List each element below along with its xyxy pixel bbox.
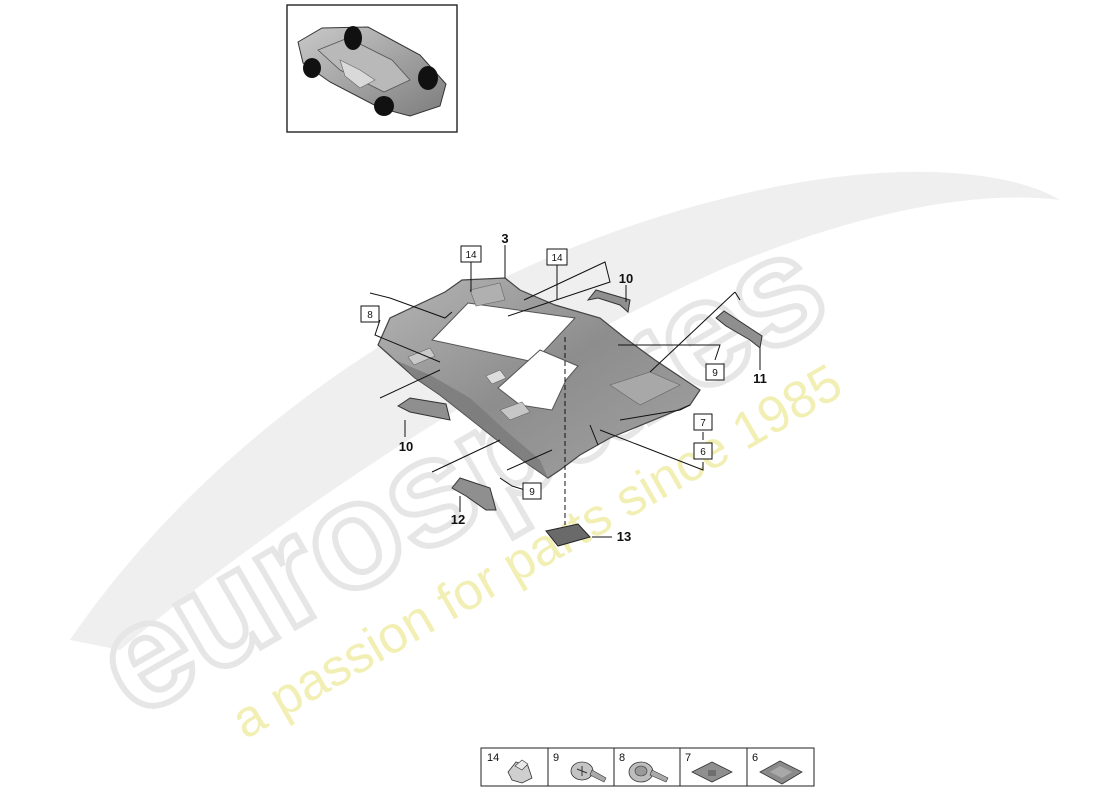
grab-handle-front-right bbox=[586, 289, 631, 313]
svg-text:9: 9 bbox=[712, 368, 718, 379]
callout-box-9-right: 9 bbox=[705, 363, 725, 381]
callout-label-11: 11 bbox=[753, 371, 767, 386]
interior-light-cover bbox=[545, 523, 591, 547]
svg-text:14: 14 bbox=[551, 253, 563, 264]
svg-text:8: 8 bbox=[619, 752, 625, 764]
callout-box-7: 7 bbox=[693, 413, 713, 431]
svg-text:6: 6 bbox=[752, 752, 758, 764]
svg-text:14: 14 bbox=[487, 752, 499, 764]
car-icon bbox=[297, 26, 447, 117]
legend-item-8: 8 bbox=[619, 752, 669, 783]
callout-box-14-a: 14 bbox=[460, 245, 482, 263]
svg-text:8: 8 bbox=[367, 310, 373, 321]
grab-handle-left bbox=[397, 397, 451, 421]
legend-item-9: 9 bbox=[553, 752, 607, 783]
svg-text:14: 14 bbox=[465, 250, 477, 261]
watermark-brand: eurospares bbox=[67, 198, 851, 748]
sunroof-opening-front bbox=[431, 302, 577, 363]
callout-label-10-top: 10 bbox=[619, 271, 633, 286]
svg-text:7: 7 bbox=[700, 418, 706, 429]
fastener-legend: 14 9 8 7 bbox=[480, 747, 815, 787]
watermark-swoosh bbox=[70, 171, 1060, 650]
screw-icon bbox=[570, 761, 607, 783]
svg-text:6: 6 bbox=[700, 447, 706, 458]
callout-box-14-b: 14 bbox=[546, 248, 568, 266]
flange-screw-icon bbox=[628, 761, 669, 783]
callout-box-9-bottom: 9 bbox=[522, 482, 542, 500]
callout-label-3: 3 bbox=[501, 231, 508, 246]
svg-text:7: 7 bbox=[685, 752, 691, 764]
legend-item-7: 7 bbox=[685, 752, 733, 783]
legend-item-14: 14 bbox=[487, 752, 533, 784]
vehicle-thumbnail bbox=[286, 4, 458, 133]
svg-text:9: 9 bbox=[529, 487, 535, 498]
callouts: 3 14 14 10 8 9 11 7 6 10 bbox=[360, 231, 767, 544]
callout-label-10-left: 10 bbox=[399, 439, 413, 454]
svg-text:9: 9 bbox=[553, 752, 559, 764]
clip-icon bbox=[507, 759, 533, 784]
callout-label-13: 13 bbox=[617, 529, 631, 544]
legend-item-6: 6 bbox=[752, 752, 803, 785]
grab-handle-front-left bbox=[451, 477, 497, 511]
callout-label-12: 12 bbox=[451, 512, 465, 527]
leader-lines bbox=[369, 245, 761, 538]
callout-box-8: 8 bbox=[360, 305, 380, 323]
square-pad-icon bbox=[759, 760, 803, 785]
pad-icon bbox=[691, 761, 733, 783]
callout-box-6: 6 bbox=[693, 442, 713, 460]
